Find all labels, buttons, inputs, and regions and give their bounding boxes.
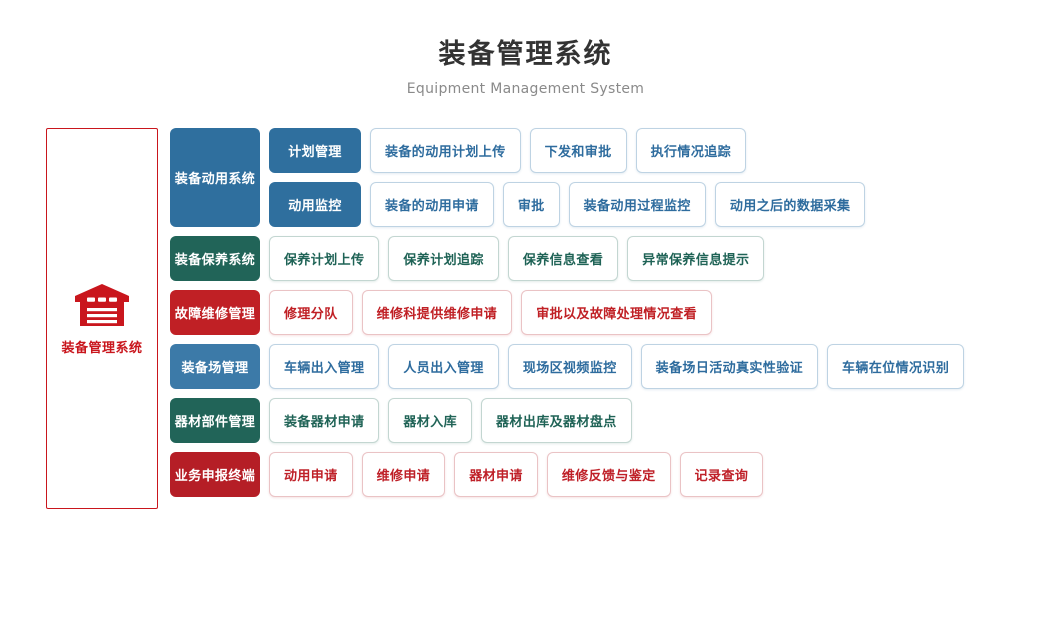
module-row-fault-repair: 故障维修管理 修理分队 维修科提供维修申请 审批以及故障处理情况查看	[170, 290, 964, 335]
feature-button[interactable]: 下发和审批	[529, 128, 627, 173]
module-body-equipment-yard: 车辆出入管理 人员出入管理 现场区视频监控 装备场日活动真实性验证 车辆在位情况…	[269, 344, 965, 389]
module-grid: 装备动用系统 计划管理 装备的动用计划上传 下发和审批 执行情况追踪 动用监控 …	[170, 128, 965, 506]
module-body-parts-management: 装备器材申请 器材入库 器材出库及器材盘点	[269, 398, 632, 443]
system-overview-panel: 装备管理系统	[46, 128, 158, 509]
feature-button[interactable]: 车辆出入管理	[269, 344, 380, 389]
feature-button[interactable]: 装备动用过程监控	[568, 182, 706, 227]
feature-button[interactable]: 器材申请	[454, 452, 538, 497]
system-overview-label: 装备管理系统	[61, 340, 143, 356]
feature-button[interactable]: 保养计划追踪	[388, 236, 499, 281]
module-body-fault-repair: 修理分队 维修科提供维修申请 审批以及故障处理情况查看	[269, 290, 713, 335]
feature-button[interactable]: 记录查询	[679, 452, 764, 497]
module-body-declaration-terminal: 动用申请 维修申请 器材申请 维修反馈与鉴定 记录查询	[269, 452, 764, 497]
feature-button[interactable]: 审批以及故障处理情况查看	[521, 290, 713, 335]
module-row-declaration-terminal: 业务申报终端 动用申请 维修申请 器材申请 维修反馈与鉴定 记录查询	[170, 452, 964, 497]
feature-button[interactable]: 维修反馈与鉴定	[546, 452, 671, 497]
module-row-parts-management: 器材部件管理 装备器材申请 器材入库 器材出库及器材盘点	[170, 398, 964, 443]
feature-button[interactable]: 保养计划上传	[269, 236, 380, 281]
feature-button[interactable]: 人员出入管理	[388, 344, 499, 389]
feature-button[interactable]: 装备器材申请	[269, 398, 380, 443]
feature-button[interactable]: 装备场日活动真实性验证	[640, 344, 819, 389]
feature-button[interactable]: 装备的动用计划上传	[370, 128, 521, 173]
submodule-usage-monitoring: 动用监控 装备的动用申请 审批 装备动用过程监控 动用之后的数据采集	[269, 182, 866, 227]
feature-button[interactable]: 修理分队	[269, 290, 353, 335]
feature-button[interactable]: 维修申请	[361, 452, 446, 497]
feature-button[interactable]: 器材入库	[388, 398, 473, 443]
module-title-fault-repair[interactable]: 故障维修管理	[170, 290, 260, 335]
submodule-title-plan-management[interactable]: 计划管理	[269, 128, 361, 173]
feature-button[interactable]: 现场区视频监控	[507, 344, 632, 389]
feature-button[interactable]: 器材出库及器材盘点	[481, 398, 632, 443]
feature-button[interactable]: 维修科提供维修申请	[361, 290, 513, 335]
module-row-equipment-usage: 装备动用系统 计划管理 装备的动用计划上传 下发和审批 执行情况追踪 动用监控 …	[170, 128, 964, 227]
module-body-equipment-usage: 计划管理 装备的动用计划上传 下发和审批 执行情况追踪 动用监控 装备的动用申请…	[269, 128, 866, 227]
page-subtitle: Equipment Management System	[406, 81, 645, 97]
feature-button[interactable]: 车辆在位情况识别	[827, 344, 965, 389]
module-body-maintenance: 保养计划上传 保养计划追踪 保养信息查看 异常保养信息提示	[269, 236, 765, 281]
feature-button[interactable]: 审批	[502, 182, 560, 227]
module-title-declaration-terminal[interactable]: 业务申报终端	[170, 452, 260, 497]
feature-button[interactable]: 保养信息查看	[507, 236, 619, 281]
feature-button[interactable]: 执行情况追踪	[635, 128, 747, 173]
module-row-maintenance: 装备保养系统 保养计划上传 保养计划追踪 保养信息查看 异常保养信息提示	[170, 236, 964, 281]
feature-button[interactable]: 异常保养信息提示	[627, 236, 765, 281]
warehouse-icon	[73, 282, 131, 328]
page-header: 装备管理系统 Equipment Management System	[0, 38, 1051, 99]
page-title: 装备管理系统	[438, 39, 613, 70]
submodule-plan-management: 计划管理 装备的动用计划上传 下发和审批 执行情况追踪	[269, 128, 865, 173]
module-title-equipment-usage[interactable]: 装备动用系统	[170, 128, 260, 227]
module-title-equipment-yard[interactable]: 装备场管理	[170, 344, 260, 389]
feature-button[interactable]: 动用申请	[269, 452, 353, 497]
module-title-parts-management[interactable]: 器材部件管理	[170, 398, 260, 443]
feature-button[interactable]: 动用之后的数据采集	[714, 182, 866, 227]
module-title-maintenance[interactable]: 装备保养系统	[170, 236, 260, 281]
feature-button[interactable]: 装备的动用申请	[370, 182, 494, 227]
module-row-equipment-yard: 装备场管理 车辆出入管理 人员出入管理 现场区视频监控 装备场日活动真实性验证 …	[170, 344, 965, 389]
submodule-title-usage-monitoring[interactable]: 动用监控	[269, 182, 361, 227]
